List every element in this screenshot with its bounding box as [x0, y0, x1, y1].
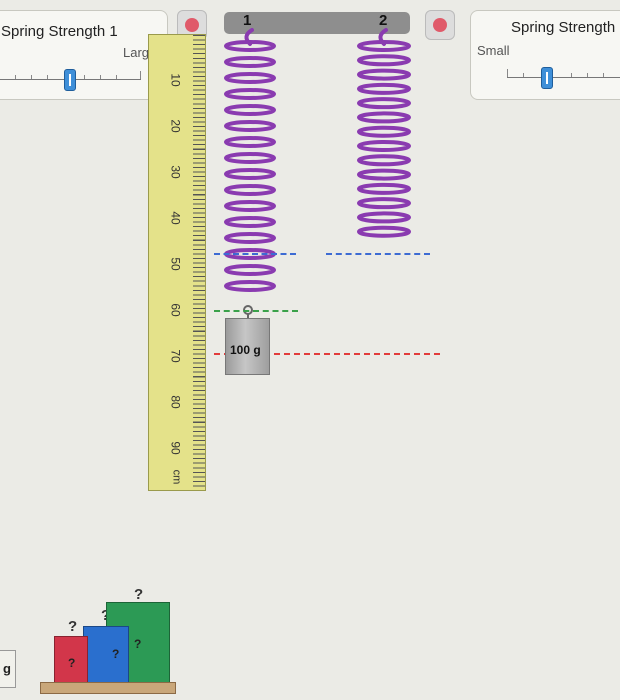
mass-100g[interactable]: 100 g	[225, 318, 270, 375]
slider-end-label-small: Small	[477, 43, 510, 58]
slider-track[interactable]	[507, 77, 620, 78]
mystery-mass-blue[interactable]: ?	[83, 626, 129, 683]
mass-shelf	[40, 682, 176, 694]
hook-icon: ?	[101, 607, 110, 624]
stop-icon[interactable]	[425, 10, 455, 40]
reference-line[interactable]	[214, 353, 440, 355]
ruler-label: 40	[168, 211, 183, 225]
ruler-label: 60	[168, 303, 183, 317]
ruler-label: 30	[168, 165, 183, 179]
ruler-label: 70	[168, 349, 183, 363]
equilibrium-line	[214, 253, 296, 255]
hook-icon: ?	[134, 586, 144, 603]
hook-icon: ?	[68, 618, 78, 635]
ruler-unit-label: cm	[170, 469, 183, 485]
spring-1-label: 1	[243, 12, 252, 29]
spring-2	[357, 28, 411, 238]
spring-strength-1-panel: Spring Strength 1 Large	[0, 10, 168, 100]
slider-end-label-large: Large	[123, 45, 157, 60]
panel-title: Spring Strength	[511, 19, 616, 36]
spring-2-label: 2	[379, 12, 388, 29]
ruler-label: 10	[168, 73, 183, 87]
ruler-label: 80	[168, 395, 183, 409]
ruler[interactable]: 10 20 30 40 50 60 70 80 90 cm	[148, 34, 206, 491]
natural-length-line	[214, 310, 298, 312]
spring-strength-1-slider-thumb[interactable]	[64, 69, 76, 91]
spring-support-bar	[224, 12, 410, 34]
mystery-mass-red[interactable]: ?	[54, 636, 88, 683]
ruler-ticks	[193, 35, 205, 490]
offscreen-mass[interactable]: g	[0, 650, 16, 688]
mass-label: 100 g	[230, 343, 261, 357]
spring-1	[224, 28, 276, 292]
ruler-label: 50	[168, 257, 183, 271]
spring-strength-2-panel: Spring Strength Small	[470, 10, 620, 100]
panel-title: Spring Strength 1	[1, 23, 118, 40]
spring-strength-2-slider-thumb[interactable]	[541, 67, 553, 89]
equilibrium-line-spring2	[326, 253, 430, 255]
ruler-label: 90	[168, 441, 183, 455]
ruler-label: 20	[168, 119, 183, 133]
